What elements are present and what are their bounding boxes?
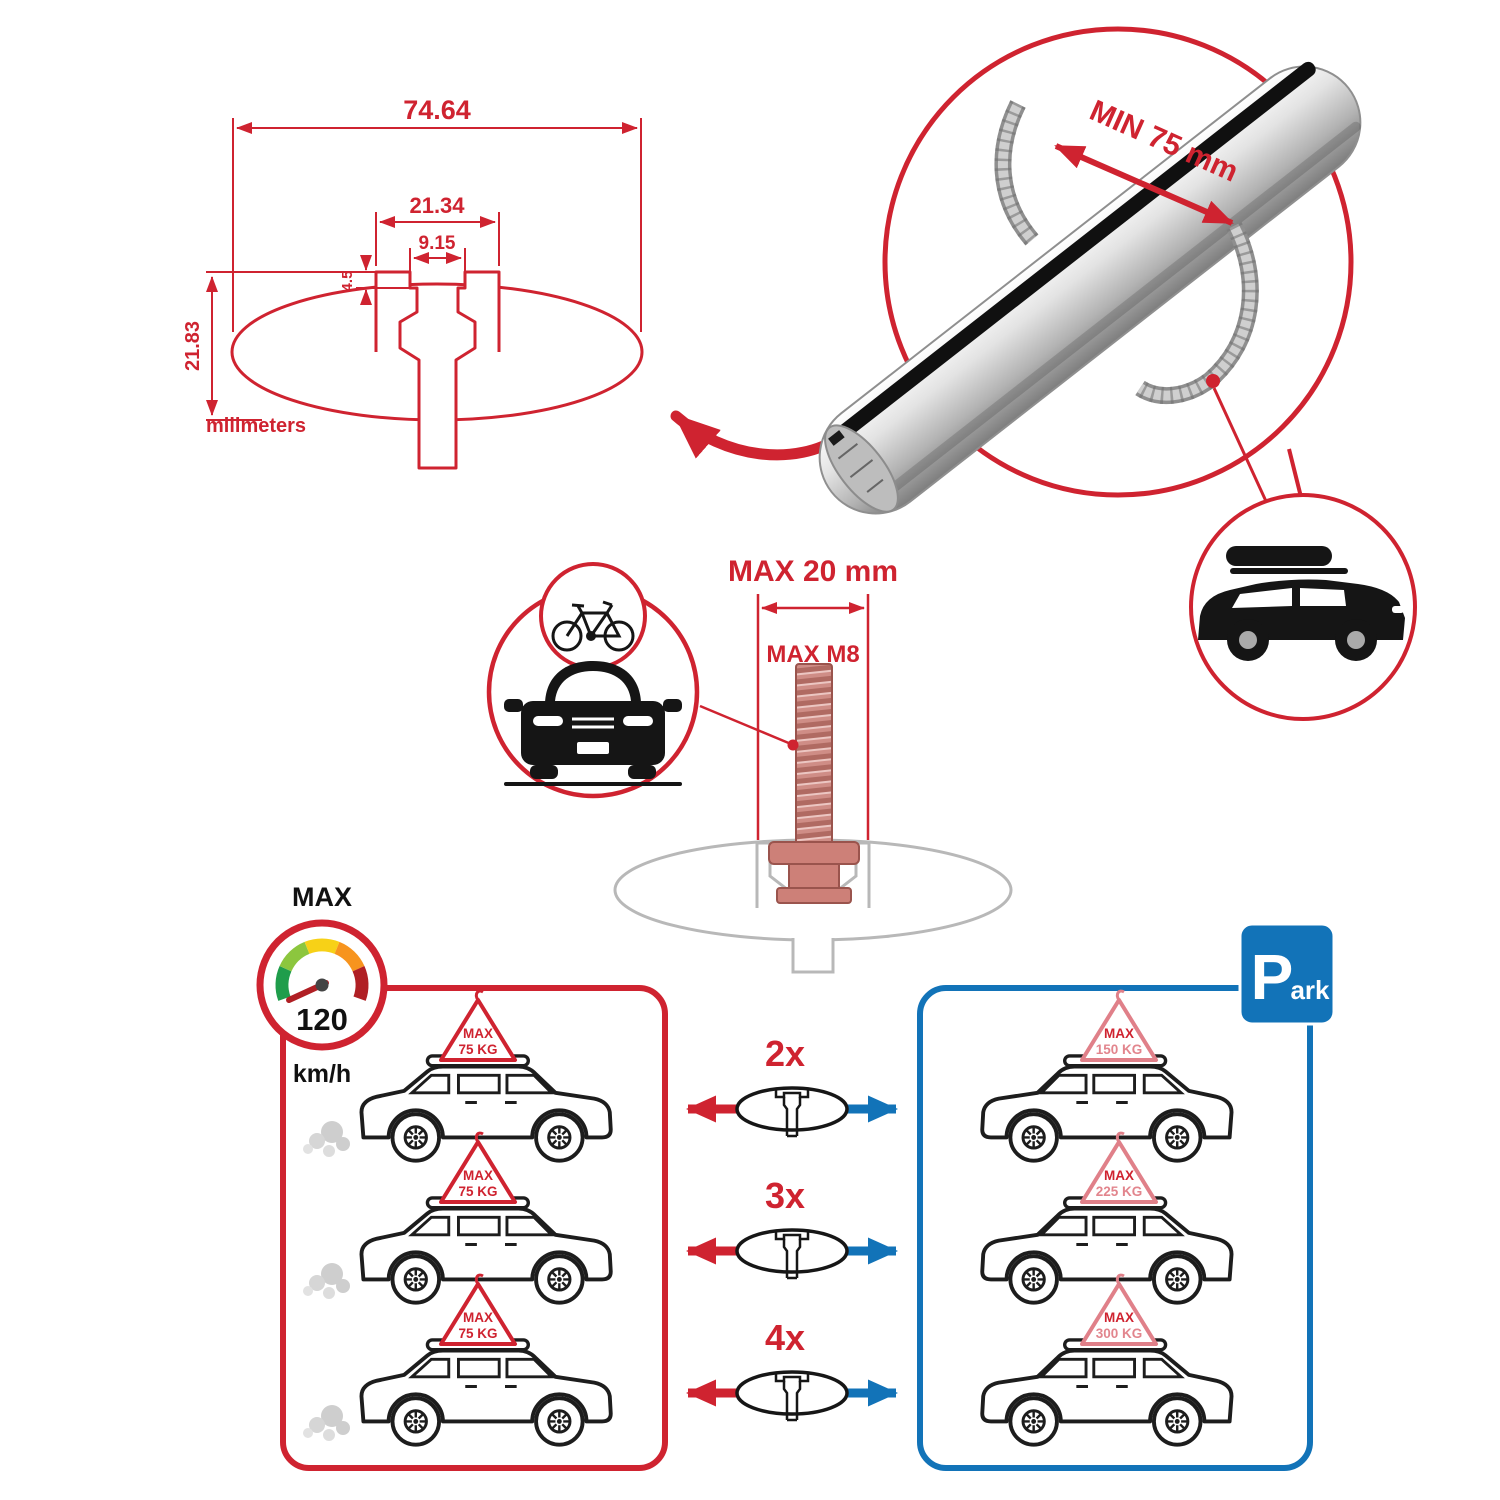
rubber-seal-left	[994, 100, 1039, 246]
flag-label: MAX	[1104, 1310, 1134, 1325]
parked-car-2	[982, 1198, 1231, 1303]
smoke-puffs	[303, 1405, 350, 1441]
dim-label-74-64: 74.64	[403, 95, 471, 125]
bar-zoom-group: MIN 75 mm	[818, 26, 1417, 721]
smoke-puffs	[303, 1121, 350, 1157]
flag-value: 75 KG	[458, 1184, 497, 1199]
car-front-icon	[504, 661, 682, 786]
flag-value: 225 KG	[1096, 1184, 1143, 1199]
max-thickness-label: MAX 20 mm	[728, 555, 898, 588]
flag-label: MAX	[463, 1168, 493, 1183]
speedometer-icon: 120	[256, 919, 388, 1051]
parked-car-3	[982, 1340, 1231, 1445]
count-arrow-row-1	[688, 1088, 896, 1136]
parking-sign-rest: ark	[1290, 975, 1330, 1005]
bike-circle	[539, 562, 647, 670]
dim-label-4-5: 4.5	[339, 271, 356, 292]
flag-label: MAX	[463, 1310, 493, 1325]
speed-units: km/h	[293, 1060, 351, 1088]
smoke-puffs	[303, 1263, 350, 1299]
count-2x: 2x	[765, 1033, 805, 1074]
units-label: milimeters	[206, 415, 306, 437]
dim-label-21-83: 21.83	[182, 321, 204, 371]
flag-value: 75 KG	[458, 1042, 497, 1057]
dim-ext-2134	[375, 212, 500, 266]
parked-cars: MAX 150 KG MAX 225 KG MAX 300 KG	[982, 989, 1231, 1445]
count-3x: 3x	[765, 1175, 805, 1216]
flag-label: MAX	[1104, 1168, 1134, 1183]
bolt-leader-line	[699, 704, 792, 746]
dim-ext-2183	[206, 271, 374, 421]
dim-ext-915	[409, 248, 466, 284]
bolt-dim-ext	[756, 594, 870, 840]
count-arrow-row-3	[688, 1372, 896, 1420]
parking-zone-box	[917, 985, 1313, 1471]
parking-sign: P ark	[1238, 922, 1336, 1026]
suv-roofbox-icon	[1198, 546, 1405, 661]
bolt-leader-dot	[787, 739, 799, 751]
bolt-diagram: MAX 20 mm MAX M8	[486, 555, 1013, 974]
flag-value: 150 KG	[1096, 1042, 1143, 1057]
flag-value: 75 KG	[458, 1326, 497, 1341]
flag-label: MAX	[1104, 1026, 1134, 1041]
flag-value: 300 KG	[1096, 1326, 1143, 1341]
bicycle-icon	[551, 600, 635, 652]
speed-value: 120	[296, 1002, 348, 1037]
seal-point-dot	[1206, 374, 1220, 388]
count-arrow-row-2	[688, 1230, 896, 1278]
profile-t-slot	[374, 270, 501, 470]
driving-car-1	[361, 1056, 610, 1161]
parking-sign-letter: P	[1251, 941, 1294, 1013]
rubber-seal-right	[1135, 222, 1259, 405]
speed-limit-group: MAX 120 km/h	[256, 882, 388, 1088]
parked-car-1	[982, 1056, 1231, 1161]
roof-box	[1226, 546, 1332, 566]
circle-connector	[1287, 448, 1303, 498]
min-span-arrow	[1054, 143, 1234, 226]
flag-label: MAX	[463, 1026, 493, 1041]
count-4x: 4x	[765, 1317, 805, 1358]
driving-car-3	[361, 1340, 610, 1445]
dim-label-21-34: 21.34	[409, 193, 465, 218]
crossbar-cross-section-diagram: 74.64 21.34 9.15 4.5 21.83 milimeters	[182, 95, 644, 470]
driving-car-2	[361, 1198, 610, 1303]
crossbar-count-rows: 2x 3x 4x	[688, 1033, 896, 1420]
driving-cars: MAX 75 KG MAX 75 KG MAX 75 KG	[303, 989, 611, 1445]
speed-max-label: MAX	[292, 882, 352, 912]
t-bolt-icon	[768, 663, 860, 904]
dim-ext-7464	[232, 118, 642, 332]
zoom-arrow	[670, 410, 848, 461]
driving-zone-box	[280, 985, 668, 1471]
dim-label-9-15: 9.15	[419, 233, 456, 254]
